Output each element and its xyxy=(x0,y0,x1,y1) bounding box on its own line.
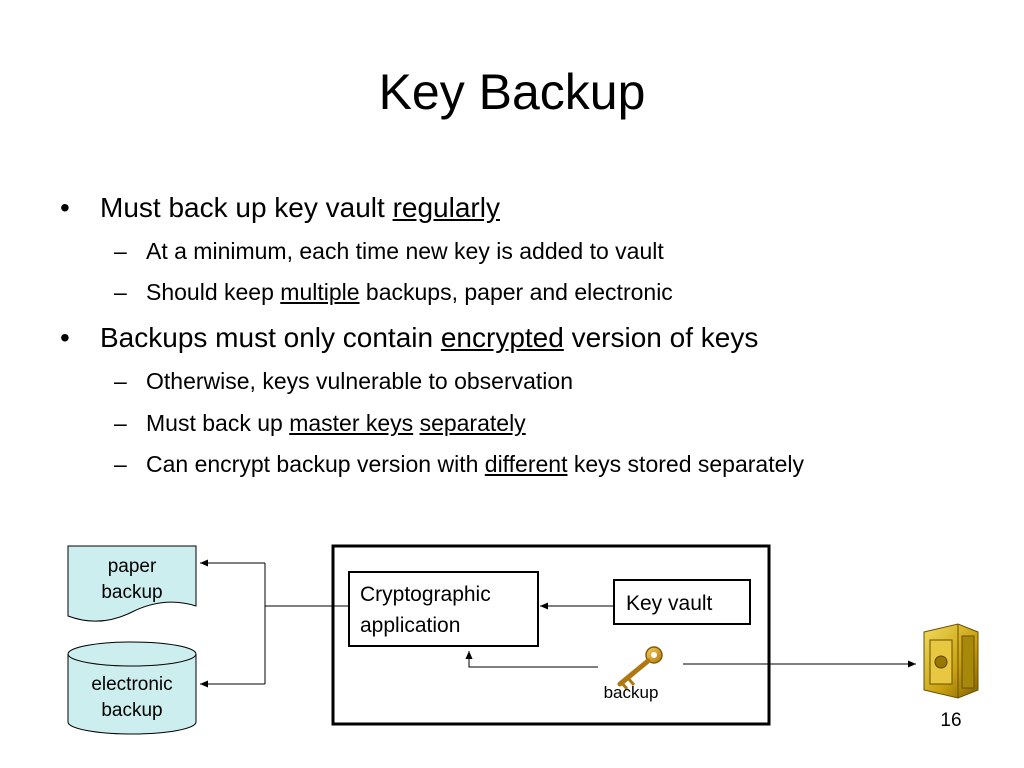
sub-bullet-marker: – xyxy=(114,279,127,305)
crypto-app-box xyxy=(348,571,539,647)
sub-bullet-2-1: Otherwise, keys vulnerable to observatio… xyxy=(146,368,573,394)
bullet-marker: • xyxy=(60,192,70,223)
bullet-2: Backups must only contain encrypted vers… xyxy=(100,322,759,353)
electronic-backup-label-2: backup xyxy=(101,700,162,721)
sub-bullet-marker: – xyxy=(114,368,127,394)
backup-label: backup xyxy=(604,683,659,702)
safe-icon xyxy=(923,623,979,699)
page-number: 16 xyxy=(940,710,961,731)
sub-bullet-2-3: Can encrypt backup version with differen… xyxy=(146,451,804,477)
sub-bullet-1-2: Should keep multiple backups, paper and … xyxy=(146,279,673,305)
arrow-key-to-app xyxy=(465,651,598,668)
slide-title: Key Backup xyxy=(378,64,646,120)
bullet-1: Must back up key vault regularly xyxy=(100,192,500,223)
key-icon xyxy=(617,646,663,690)
crypto-app-label-1: Cryptographic xyxy=(360,583,491,606)
sub-bullet-1-1: At a minimum, each time new key is added… xyxy=(146,238,664,264)
key-vault-label: Key vault xyxy=(626,592,713,615)
sub-bullet-marker: – xyxy=(114,410,127,436)
key-vault-box xyxy=(613,579,751,625)
electronic-backup-label-1: electronic xyxy=(91,674,172,695)
system-boundary-box xyxy=(331,544,771,726)
paper-backup-label-2: backup xyxy=(101,582,162,603)
crypto-app-label-2: application xyxy=(360,614,460,637)
sub-bullet-marker: – xyxy=(114,451,127,477)
paper-backup-label-1: paper xyxy=(108,556,157,577)
electronic-backup-cylinder xyxy=(67,641,197,735)
bullet-marker: • xyxy=(60,322,70,353)
sub-bullet-marker: – xyxy=(114,238,127,264)
sub-bullet-2-2: Must back up master keys separately xyxy=(146,410,526,436)
paper-backup-shape xyxy=(67,545,197,622)
